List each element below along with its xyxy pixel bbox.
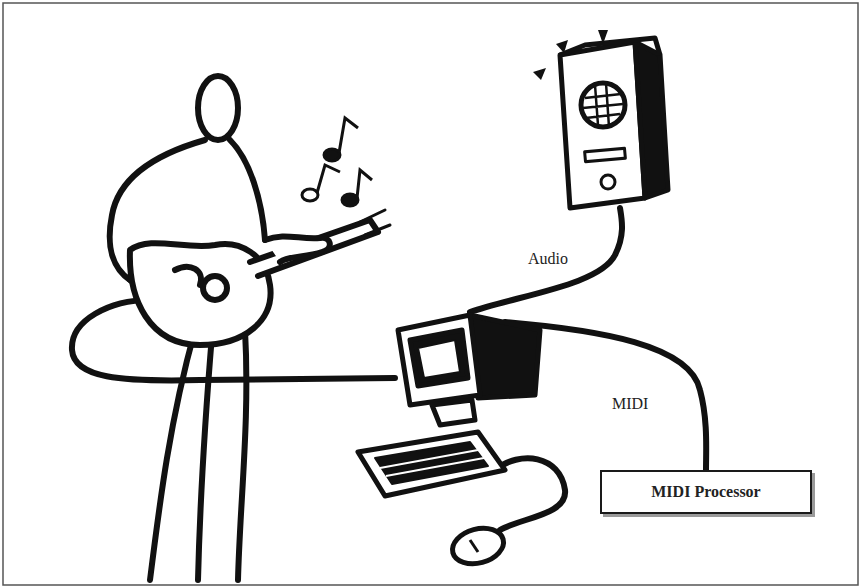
mouse [448,523,507,569]
sound-hole [203,276,227,300]
strum-hand [175,267,201,285]
monitor-stand [432,400,475,425]
speaker-top [560,38,660,55]
head [198,76,238,140]
tuning-pegs [360,210,390,235]
mouse-button [470,540,478,552]
sound-mark [556,40,568,53]
speaker-knob [601,175,615,189]
sound-mark [533,68,546,80]
screen-glare [418,340,460,378]
box-text: MIDI Processor [651,483,760,501]
note-stem [317,165,340,193]
note-stem [357,170,372,198]
note [342,194,358,206]
guitarist-figure [110,76,390,580]
sound-waves [533,30,608,80]
guitar-body [130,243,271,345]
sound-mark [598,30,608,44]
keyboard-keys [375,442,488,484]
speaker-front [560,42,645,208]
audio-cable [470,208,622,312]
note [302,189,318,201]
speaker-symbol [560,38,668,208]
fret-hand [265,236,330,262]
grille-mesh [583,83,623,127]
cable-label: Audio [528,250,568,268]
torso-right [230,140,265,240]
cable-label: MIDI [612,395,648,413]
frame-border [3,3,858,585]
monitor-screen [410,330,468,386]
monitor-front [398,315,480,405]
leg-inner [198,335,212,580]
speaker-grille [581,83,625,127]
speaker-slot [585,148,626,161]
computer-symbol [358,315,540,569]
guitar-neck [250,220,378,276]
key-rows [380,450,484,476]
speaker-side [635,42,668,198]
leg-left [150,330,195,580]
note-stem [339,118,358,153]
note [324,149,340,161]
leg-right [238,330,246,580]
process-box: MIDI Processor [600,470,812,514]
music-notes [302,118,372,206]
keyboard [358,432,505,496]
